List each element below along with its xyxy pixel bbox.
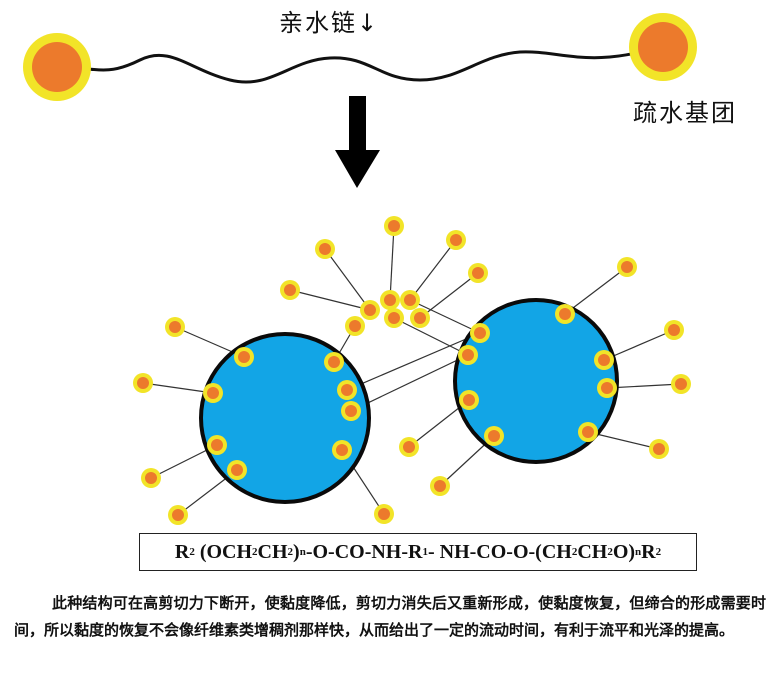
formula-sup: 1 <box>422 546 428 558</box>
formula-r: R <box>641 540 656 563</box>
hydrophobic-node <box>165 317 185 337</box>
hydrophilic-chain-label: 亲水链↓ <box>279 9 380 37</box>
hydrophobic-node <box>341 401 361 421</box>
hydrophobic-node <box>380 290 400 310</box>
association-thickener-diagram <box>23 13 697 525</box>
formula-sup: 2 <box>655 546 662 558</box>
formula-r: R <box>174 540 190 563</box>
hydrophobic-node <box>468 263 488 283</box>
formula-part: O) <box>612 540 636 563</box>
hydrophobic-node <box>337 380 357 400</box>
hydrophobic-node <box>360 300 380 320</box>
down-arrow-icon <box>335 96 380 188</box>
hydrophobic-node <box>280 280 300 300</box>
hydrophobic-node <box>399 437 419 457</box>
hydrophobic-node <box>384 216 404 236</box>
formula-sub: 2 <box>571 546 578 558</box>
formula-sub: 2 <box>252 546 258 558</box>
hydrophobic-node <box>430 476 450 496</box>
micelle-right <box>453 298 619 464</box>
formula-sub: 2 <box>607 546 613 558</box>
formula-part: - NH-CO-O-(CH <box>427 540 572 563</box>
hydrophobic-node <box>374 504 394 524</box>
hydrophobic-node <box>400 290 420 310</box>
formula-part: CH <box>577 540 608 563</box>
hydrophobic-node <box>345 316 365 336</box>
formula-part: CH <box>257 540 288 563</box>
hydrophobic-group-left <box>23 33 91 101</box>
micelle-left <box>199 332 371 504</box>
hydrophobic-node <box>141 468 161 488</box>
hydrophobic-node <box>671 374 691 394</box>
hydrophobic-node <box>664 320 684 340</box>
hydrophobic-node <box>649 439 669 459</box>
hydrophobic-node <box>133 373 153 393</box>
hydrophobic-node <box>384 308 404 328</box>
hydrophobic-node <box>410 308 430 328</box>
hydrophobic-group-right <box>629 13 697 81</box>
formula-sub: n <box>635 546 642 558</box>
formula-sub: n <box>299 546 306 558</box>
hydrophobic-node <box>484 426 504 446</box>
hydrophobic-node <box>207 435 227 455</box>
hydrophilic-chain-wave <box>56 43 666 84</box>
description-paragraph: 此种结构可在高剪切力下断开，使黏度降低，剪切力消失后又重新形成，使黏度恢复，但缔… <box>14 594 766 639</box>
hydrophobic-node <box>594 350 614 370</box>
hydrophobic-nodes <box>133 216 691 525</box>
formula-sub: 2 <box>287 546 294 558</box>
hydrophobic-node <box>315 239 335 259</box>
hydrophobic-node <box>617 257 637 277</box>
hydrophobic-node <box>578 422 598 442</box>
formula-part: ) <box>293 540 300 563</box>
hydrophobic-node <box>332 440 352 460</box>
formula-part: (OCH <box>199 540 253 563</box>
connector-lines <box>142 225 682 516</box>
hydrophobic-node <box>446 230 466 250</box>
hydrophobic-node <box>458 345 478 365</box>
formula-part: -O-CO-NH-R <box>305 540 423 563</box>
hydrophobic-node <box>459 390 479 410</box>
hydrophobic-group-label: 疏水基团 <box>633 99 737 127</box>
hydrophobic-node <box>555 304 575 324</box>
hydrophobic-node <box>234 347 254 367</box>
hydrophobic-node <box>203 383 223 403</box>
hydrophobic-node <box>324 352 344 372</box>
hydrophobic-node <box>597 378 617 398</box>
hydrophobic-node <box>168 505 188 525</box>
hydrophobic-node <box>470 323 490 343</box>
formula-sup: 2 <box>189 546 195 558</box>
hydrophobic-node <box>227 460 247 480</box>
